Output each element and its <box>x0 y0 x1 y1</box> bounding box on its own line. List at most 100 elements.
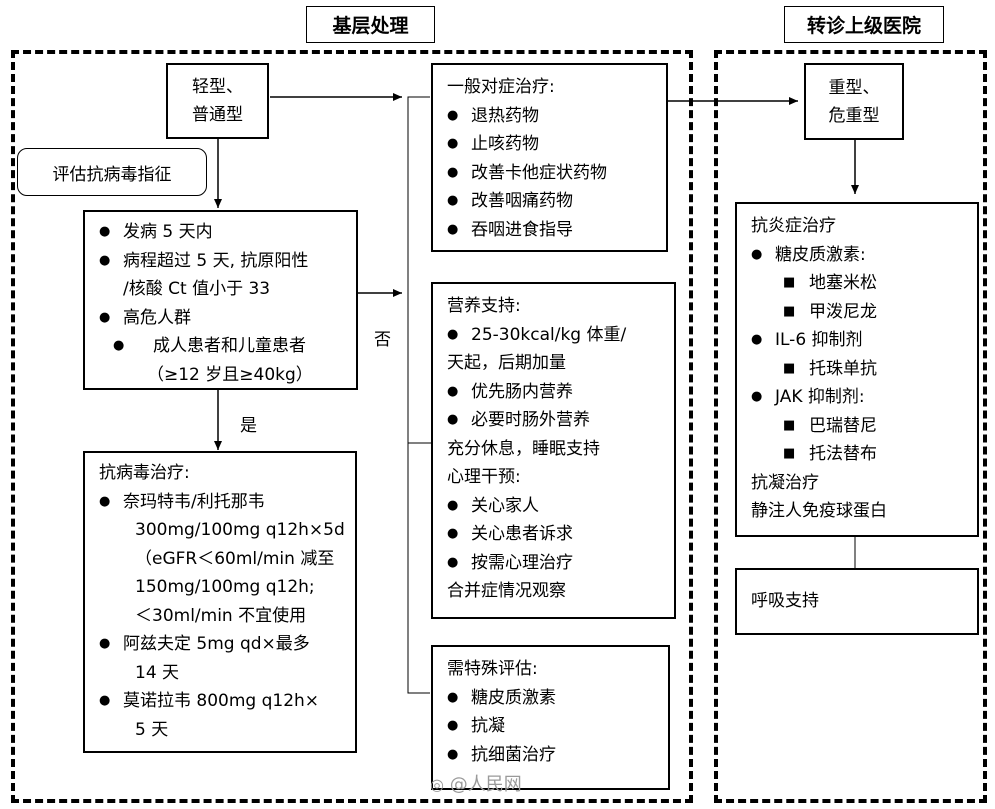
symptomatic-item: ●改善咽痛药物 <box>433 187 666 216</box>
antiviral-drug-3: ●莫诺拉韦 800mg q12h× <box>85 687 355 716</box>
watermark: ◎ @人民网 <box>430 770 522 796</box>
nutrition-item: ●优先肠内营养 <box>433 378 674 407</box>
bullet-icon: ● <box>447 136 459 151</box>
bullet-icon: ● <box>99 252 111 268</box>
bullet-icon: ● <box>99 636 111 651</box>
antiviral-drug-2-cont: 14 天 <box>135 662 180 683</box>
bullet-icon: ● <box>447 526 459 541</box>
antiviral-title: 抗病毒治疗: <box>99 463 190 483</box>
severe-line1: 重型、 <box>828 77 880 98</box>
supportive-care-box: 营养支持: ●25-30kcal/kg 体重/ 天起，后期加量 ●优先肠内营养 … <box>431 282 676 619</box>
rest-support: 充分休息，睡眠支持 <box>447 438 600 459</box>
bullet-icon: ● <box>447 107 459 123</box>
antiinflam-drug: ■托法替布 <box>737 440 977 469</box>
bullet-icon: ● <box>113 338 125 353</box>
assess-label-text: 评估抗病毒指征 <box>52 164 172 185</box>
bullet-icon: ● <box>751 246 763 262</box>
severe-line2: 危重型 <box>828 105 880 126</box>
nutrition-item: ●25-30kcal/kg 体重/ <box>433 321 674 350</box>
antiinflam-drug: ■地塞米松 <box>737 269 977 298</box>
antiinflam-drug: ■甲泼尼龙 <box>737 298 977 327</box>
primary-care-section <box>11 50 693 803</box>
bullet-icon: ● <box>447 221 459 237</box>
symptomatic-item: ●改善卡他症状药物 <box>433 159 666 188</box>
criteria-item-3: ●高危人群 <box>85 304 356 333</box>
respiratory-support-box: 呼吸支持 <box>735 568 979 635</box>
mild-line2: 普通型 <box>192 105 243 125</box>
special-item: ●抗细菌治疗 <box>433 741 668 770</box>
bullet-icon: ● <box>447 326 459 342</box>
nutrition-item-cont: 天起，后期加量 <box>447 353 566 373</box>
bracket-treatments <box>407 96 430 694</box>
respiratory-support-label: 呼吸支持 <box>751 591 819 612</box>
criteria-item-1: ●发病 5 天内 <box>85 218 356 247</box>
bullet-icon: ● <box>447 689 459 705</box>
antiinflam-group-jak: ●JAK 抑制剂: <box>737 383 977 412</box>
edge-label-yes: 是 <box>240 416 257 436</box>
symptomatic-item: ●退热药物 <box>433 102 666 131</box>
assess-antiviral-label: 评估抗病毒指征 <box>17 148 207 196</box>
nutrition-item: ●必要时肠外营养 <box>433 406 674 435</box>
header-primary-label: 基层处理 <box>332 15 409 37</box>
square-bullet-icon: ■ <box>783 417 796 433</box>
antiviral-drug-1-note: （eGFR＜60ml/min 减至 <box>135 548 335 569</box>
bullet-icon: ● <box>447 718 459 733</box>
bullet-icon: ● <box>751 332 763 347</box>
criteria-item-2: ●病程超过 5 天, 抗原阳性 <box>85 247 356 276</box>
bullet-icon: ● <box>447 164 459 180</box>
special-title: 需特殊评估: <box>447 659 538 679</box>
special-item: ●抗凝 <box>433 712 668 741</box>
criteria-item-2-cont: /核酸 Ct 值小于 33 <box>123 279 271 299</box>
psych-item: ●按需心理治疗 <box>433 549 674 578</box>
antiinflam-drug: ■巴瑞替尼 <box>737 412 977 441</box>
weibo-icon: ◎ <box>430 775 444 794</box>
antiviral-drug-2: ●阿兹夫定 5mg qd×最多 <box>85 630 355 659</box>
square-bullet-icon: ■ <box>783 446 796 461</box>
square-bullet-icon: ■ <box>783 303 796 319</box>
bullet-icon: ● <box>447 193 459 208</box>
ivig-therapy: 静注人免疫球蛋白 <box>751 501 887 521</box>
bullet-icon: ● <box>99 309 111 325</box>
header-referral: 转诊上级医院 <box>784 6 944 43</box>
header-primary-care: 基层处理 <box>306 6 435 43</box>
nutrition-title: 营养支持: <box>447 296 521 316</box>
square-bullet-icon: ■ <box>783 275 796 290</box>
bullet-icon: ● <box>447 497 459 513</box>
antiinflam-group-gc: ●糖皮质激素: <box>737 241 977 270</box>
symptomatic-item: ●吞咽进食指导 <box>433 216 666 245</box>
bullet-icon: ● <box>99 693 111 708</box>
antiviral-drug-1-note3: ＜30ml/min 不宜使用 <box>135 605 307 626</box>
psych-title: 心理干预: <box>447 467 521 487</box>
bullet-icon: ● <box>447 383 459 399</box>
referral-section <box>714 50 987 803</box>
antiviral-criteria-box: ●发病 5 天内 ●病程超过 5 天, 抗原阳性 /核酸 Ct 值小于 33 ●… <box>83 210 358 390</box>
antiviral-treatment-box: 抗病毒治疗: ●奈玛特韦/利托那韦 300mg/100mg q12h×5d （e… <box>83 451 357 753</box>
bullet-icon: ● <box>447 746 459 762</box>
antiviral-drug-1-note2: 150mg/100mg q12h; <box>135 577 315 597</box>
criteria-item-3-sub-cont: （≥12 岁且≥40kg） <box>147 364 313 385</box>
symptomatic-item: ●止咳药物 <box>433 130 666 159</box>
psych-item: ●关心患者诉求 <box>433 520 674 549</box>
antiviral-drug-3-cont: 5 天 <box>135 719 169 740</box>
watermark-text: @人民网 <box>449 774 522 795</box>
criteria-item-3-sub: ●成人患者和儿童患者 <box>85 332 356 361</box>
anti-inflammatory-box: 抗炎症治疗 ●糖皮质激素: ■地塞米松 ■甲泼尼龙 ●IL-6 抑制剂 ■托珠单… <box>735 202 979 537</box>
severe-critical-box: 重型、 危重型 <box>804 63 904 140</box>
anticoag-therapy: 抗凝治疗 <box>751 472 819 493</box>
bullet-icon: ● <box>447 554 459 570</box>
antiviral-drug-1-dose: 300mg/100mg q12h×5d <box>135 520 345 540</box>
antiinflam-drug: ■托珠单抗 <box>737 355 977 384</box>
special-item: ●糖皮质激素 <box>433 684 668 713</box>
mild-common-box: 轻型、 普通型 <box>166 63 269 139</box>
bullet-icon: ● <box>99 224 111 239</box>
bullet-icon: ● <box>99 493 111 509</box>
symptomatic-treatment-box: 一般对症治疗: ●退热药物 ●止咳药物 ●改善卡他症状药物 ●改善咽痛药物 ●吞… <box>431 63 668 252</box>
edge-label-no: 否 <box>374 330 391 350</box>
psych-item: ●关心家人 <box>433 492 674 521</box>
antiinflam-group-il6: ●IL-6 抑制剂 <box>737 326 977 355</box>
bullet-icon: ● <box>447 412 459 427</box>
complication-observation: 合并症情况观察 <box>447 581 566 601</box>
antiviral-drug-1: ●奈玛特韦/利托那韦 <box>85 488 355 517</box>
mild-line1: 轻型、 <box>192 77 243 97</box>
